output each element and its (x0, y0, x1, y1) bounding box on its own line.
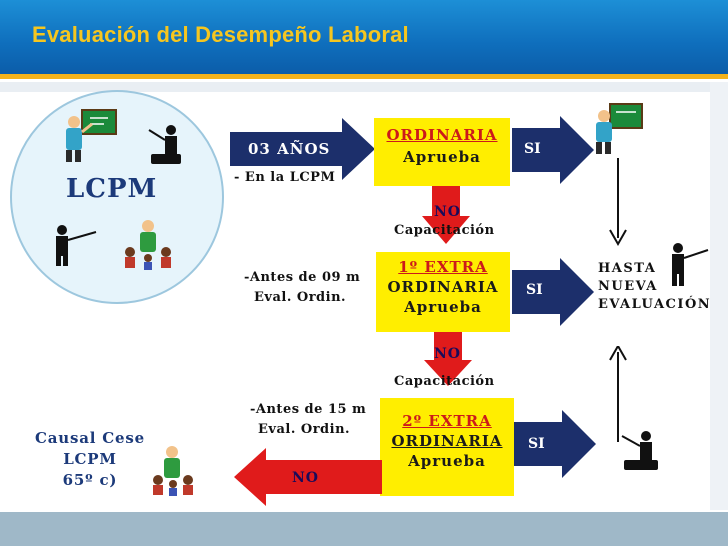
no-down-arrow-2 (424, 332, 472, 386)
extra1-subtitle: ORDINARIA (387, 278, 499, 296)
extra1-approve: Aprueba (404, 298, 482, 316)
causal-cese-line3: 65º c) (62, 471, 118, 489)
slide-header (0, 0, 728, 78)
content-top-band (0, 82, 728, 92)
down-arrow-right (609, 158, 627, 247)
lcpm-label: LCPM (66, 174, 158, 204)
presenter-silhouette-icon-right (621, 431, 658, 470)
ordinaria-title: ORDINARIA (386, 126, 498, 144)
extra2-title: 2º EXTRA (402, 412, 492, 430)
hasta-line1: HASTA (598, 261, 657, 276)
capacitacion-label-1: Capacitación (394, 223, 495, 238)
teacher-board-icon (66, 109, 117, 162)
no-label-1: NO (434, 204, 461, 220)
no-down-arrow-1 (422, 186, 470, 244)
pointer-presenter-icon-right (672, 243, 709, 286)
capacitacion-label-2: Capacitación (394, 374, 495, 389)
extra2-subtitle: ORDINARIA (391, 432, 503, 450)
extra1-title: 1º EXTRA (398, 258, 488, 276)
ordinaria-box: ORDINARIA Aprueba (374, 118, 510, 186)
three-years-arrow (230, 118, 375, 180)
slide-footer (0, 512, 728, 546)
three-years-label: 03 AÑOS (248, 140, 331, 158)
si-arrow-2 (512, 258, 594, 326)
row2-note-line2: Eval. Ordin. (254, 290, 347, 305)
footer-divider (0, 510, 728, 513)
si-arrow-3 (514, 410, 596, 478)
pointer-presenter-icon (56, 225, 97, 266)
header-accent-strip (0, 74, 728, 79)
teacher-students-icon-2 (153, 446, 193, 496)
causal-cese-block: Causal Cese LCPM 65º c) (30, 428, 150, 491)
up-arrow-right (609, 346, 627, 442)
si-label-3: SI (528, 436, 545, 452)
causal-cese-line2: LCPM (63, 450, 117, 468)
right-edge-band (710, 82, 728, 512)
extra-ordinaria-2-box: 2º EXTRA ORDINARIA Aprueba (380, 398, 514, 496)
hasta-line3: EVALUACIÓN (598, 297, 712, 312)
teacher-board-icon-right (596, 103, 643, 154)
row3-note-line2: Eval. Ordin. (258, 422, 351, 437)
hasta-nueva-evaluacion: HASTA NUEVA EVALUACIÓN (598, 260, 711, 314)
extra-ordinaria-1-box: 1º EXTRA ORDINARIA Aprueba (376, 252, 510, 332)
teacher-students-icon (125, 220, 171, 270)
si-label-2: SI (526, 282, 543, 298)
row3-note-line1: -Antes de 15 m (250, 402, 367, 417)
no-left-arrow (234, 448, 382, 506)
no-label-cese: NO (292, 470, 319, 486)
row2-note-line1: -Antes de 09 m (244, 270, 361, 285)
no-label-2: NO (434, 346, 461, 362)
slide-title: Evaluación del Desempeño Laboral (32, 22, 409, 47)
in-lcpm-label: - En la LCPM (234, 170, 336, 185)
extra2-approve: Aprueba (408, 452, 486, 470)
presenter-silhouette-icon (148, 125, 181, 164)
si-arrow-1 (512, 116, 594, 184)
causal-cese-line1: Causal Cese (35, 429, 145, 447)
hasta-line2: NUEVA (598, 279, 658, 294)
ordinaria-approve: Aprueba (403, 148, 481, 166)
si-label-1: SI (524, 141, 541, 157)
